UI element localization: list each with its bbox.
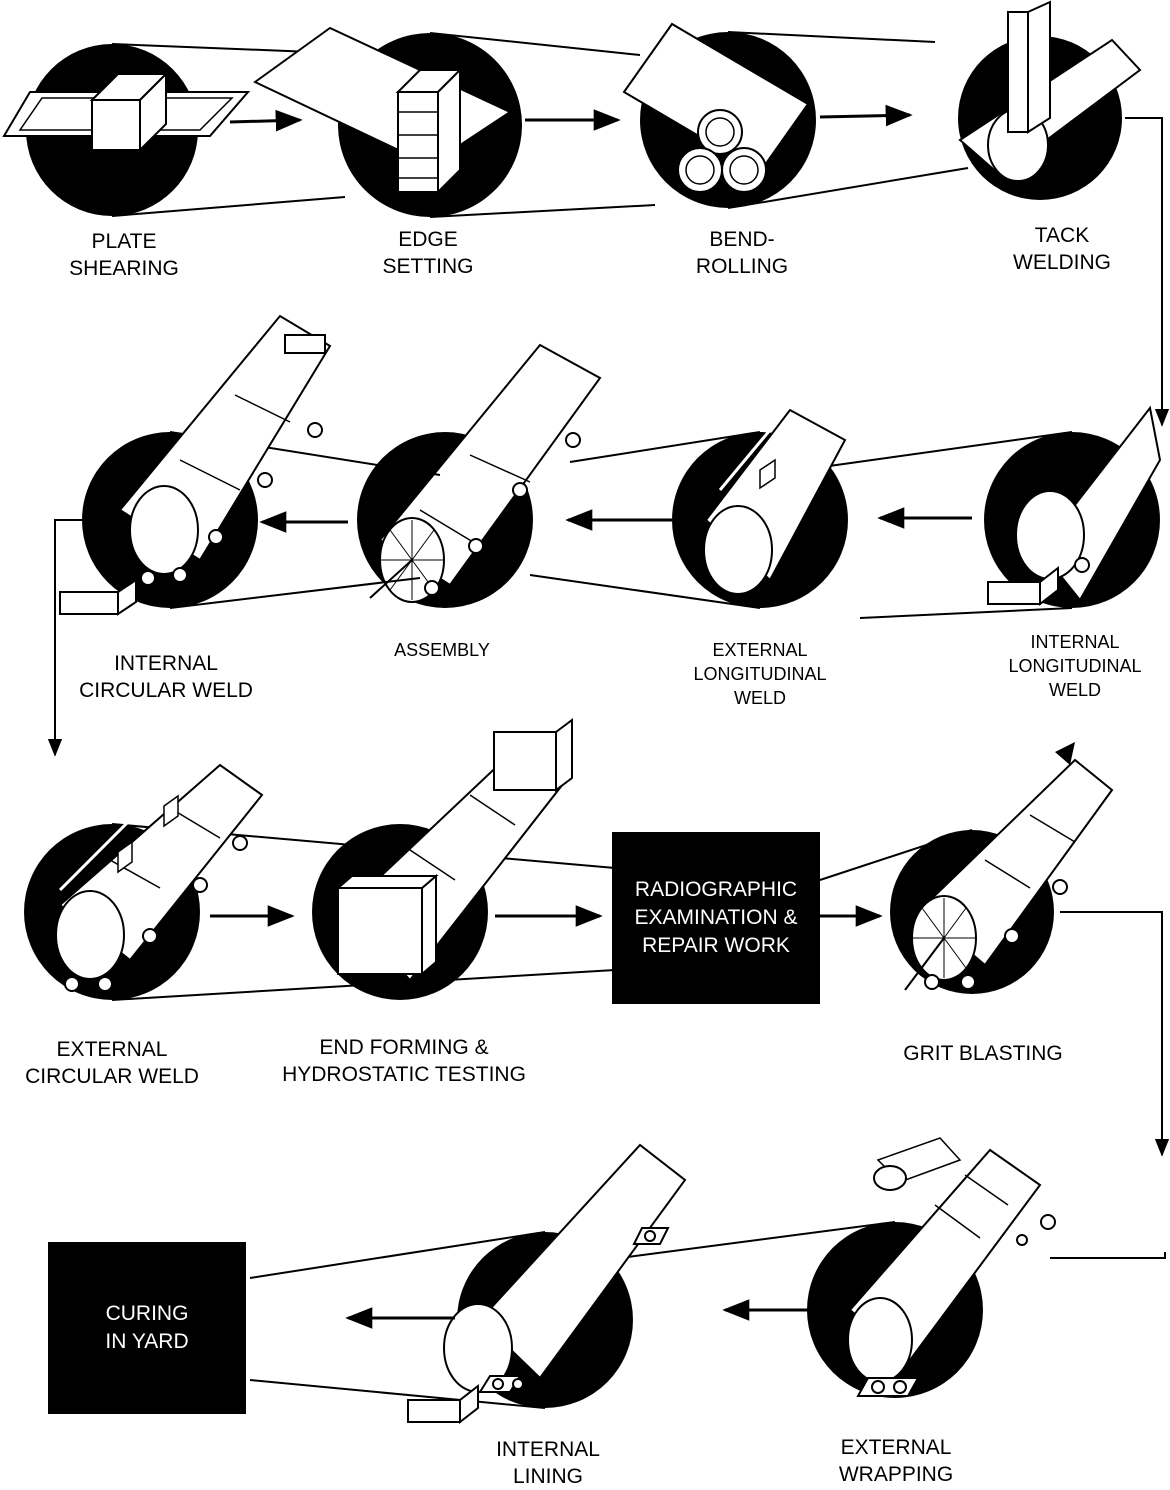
- arrow-rolling-to-tack: [819, 104, 913, 127]
- tack-welding-illustration: [958, 0, 1142, 200]
- connector-row1-to-row2: [1125, 117, 1170, 427]
- internal-circular-weld-illustration: [59, 314, 441, 616]
- assembly-illustration: [357, 343, 602, 608]
- connector-row2-to-row3: [47, 519, 82, 757]
- bend-rolling-illustration: [622, 22, 969, 209]
- external-wrapping-illustration: [619, 1137, 1166, 1398]
- connector-row3-to-row4: [1060, 911, 1170, 1157]
- label-assembly: ASSEMBLY: [394, 640, 490, 660]
- edge-setting-illustration: [253, 26, 656, 218]
- label-grit-blasting: GRIT BLASTING: [903, 1042, 1063, 1065]
- label-bend-rolling: BEND-ROLLING: [695, 228, 789, 278]
- label-end-forming: END FORMING &HYDROSTATIC TESTING: [282, 1036, 526, 1086]
- curing-in-yard-box: CURING IN YARD: [48, 1242, 246, 1414]
- end-forming-illustration: [312, 718, 573, 1000]
- radiographic-examination-box: RADIOGRAPHIC EXAMINATION & REPAIR WORK: [612, 832, 820, 1004]
- plate-shearing-illustration: [2, 43, 346, 217]
- internal-longitudinal-weld-illustration: [814, 405, 1162, 619]
- grit-blasting-illustration: [819, 742, 1114, 994]
- internal-lining-illustration: [249, 1143, 687, 1425]
- arrow-shearing-to-setting: [229, 109, 303, 132]
- external-longitudinal-weld-illustration: [529, 399, 848, 609]
